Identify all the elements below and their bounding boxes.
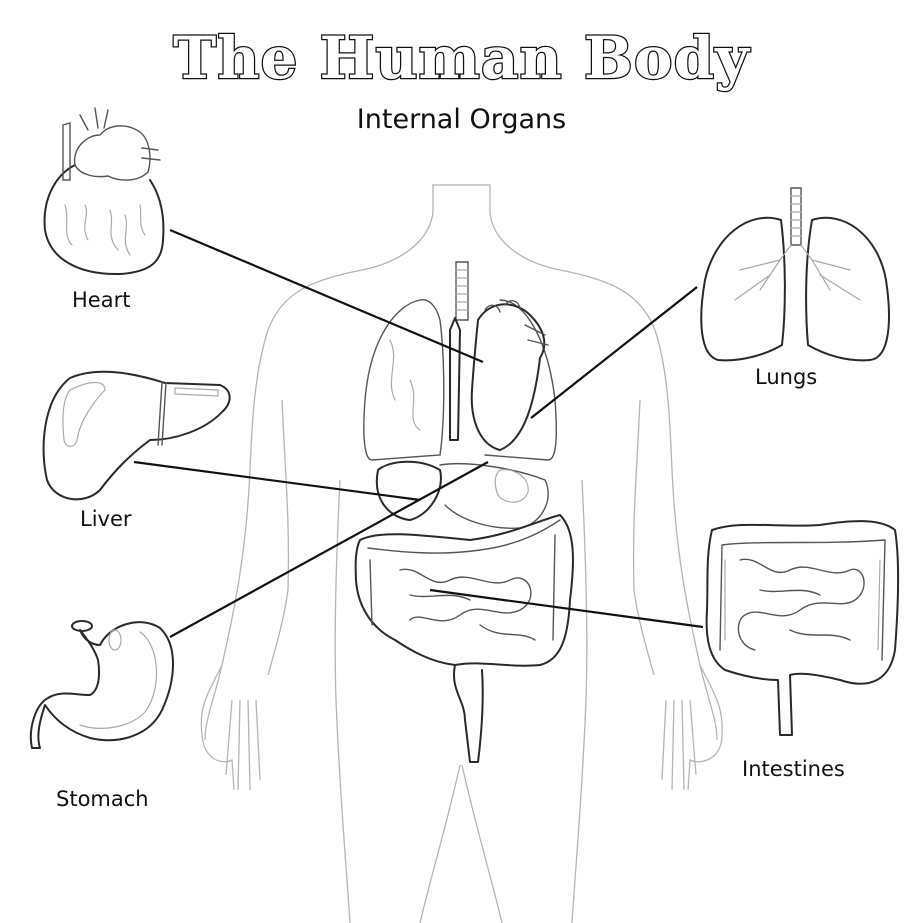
central-organs-illustration (354, 261, 574, 763)
intestines-icon (705, 520, 900, 736)
page-title: The Human Body (172, 23, 750, 94)
heart-leader-line (169, 228, 484, 364)
stomach-leader-line (169, 461, 489, 638)
intestines-label: Intestines (742, 757, 845, 781)
lungs-icon (700, 187, 890, 362)
lungs-leader-line (530, 286, 698, 419)
lungs-label: Lungs (755, 365, 818, 389)
liver-label: Liver (80, 507, 132, 531)
body-outline (200, 184, 723, 923)
stomach-label: Stomach (56, 787, 149, 811)
heart-label: Heart (72, 288, 131, 312)
liver-leader-line (133, 460, 421, 502)
stomach-icon (29, 620, 174, 749)
page-subtitle: Internal Organs (356, 104, 567, 135)
intestines-leader-line (429, 588, 704, 629)
heart-icon (43, 107, 165, 276)
liver-icon (42, 370, 231, 501)
